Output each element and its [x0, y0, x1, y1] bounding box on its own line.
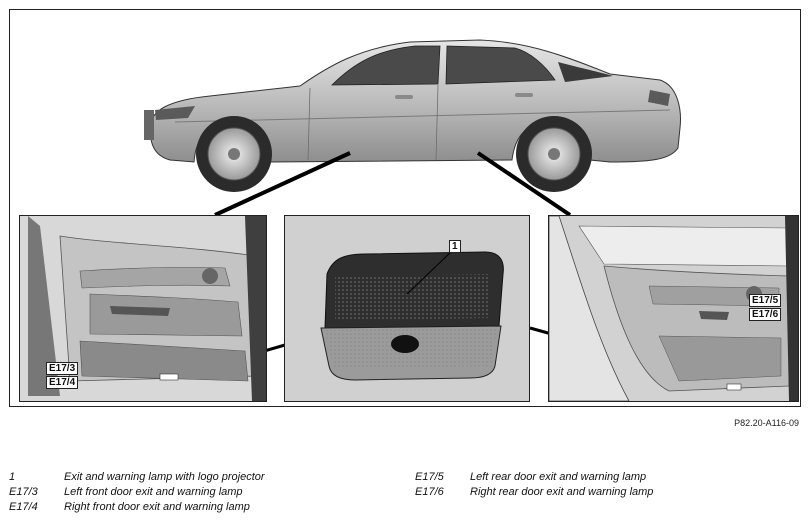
callout-rear-a: E17/5 [749, 294, 782, 307]
legend-label: Left front door exit and warning lamp [64, 486, 243, 498]
callout-rear-b: E17/6 [749, 308, 782, 321]
legend-key: E17/3 [9, 486, 38, 498]
legend-item: E17/5 Left rear door exit and warning la… [415, 470, 805, 485]
lamp-illustration [285, 216, 529, 401]
rear-glass [558, 62, 613, 82]
car-illustration [144, 39, 736, 387]
rear-wheel [516, 116, 592, 192]
callout-front-a: E17/3 [46, 362, 79, 375]
legend-label: Right rear door exit and warning lamp [470, 486, 654, 498]
legend-key: 1 [9, 471, 16, 483]
legend-item: 1 Exit and warning lamp with logo projec… [9, 470, 409, 485]
front-wheel [196, 116, 272, 192]
legend-item: E17/4 Right front door exit and warning … [9, 500, 409, 515]
legend-key: E17/4 [9, 501, 38, 513]
legend-label: Left rear door exit and warning lamp [470, 471, 647, 483]
connector-front [214, 151, 351, 217]
legend-key: E17/6 [415, 486, 444, 498]
legend-item: E17/3 Left front door exit and warning l… [9, 485, 409, 500]
legend-label: Exit and warning lamp with logo projecto… [64, 471, 265, 483]
lamp-detail-panel: 1 [284, 215, 530, 402]
legend-left: 1 Exit and warning lamp with logo projec… [9, 470, 409, 520]
rear-door-panel: E17/5 E17/6 [548, 215, 799, 402]
connector-rear [476, 151, 572, 217]
front-window [331, 45, 441, 86]
front-door-panel: E17/3 E17/4 [19, 215, 267, 402]
legend-item: E17/6 Right rear door exit and warning l… [415, 485, 805, 500]
rear-window [445, 45, 556, 85]
front-door-illustration [20, 216, 266, 401]
legend-label: Right front door exit and warning lamp [64, 501, 250, 513]
reference-code: P82.20-A116-09 [734, 418, 799, 428]
legend-right: E17/5 Left rear door exit and warning la… [415, 470, 805, 505]
callout-lamp: 1 [449, 240, 461, 253]
legend-key: E17/5 [415, 471, 444, 483]
callout-front-b: E17/4 [46, 376, 79, 389]
figure-frame: E17/3 E17/4 1 [9, 9, 801, 407]
